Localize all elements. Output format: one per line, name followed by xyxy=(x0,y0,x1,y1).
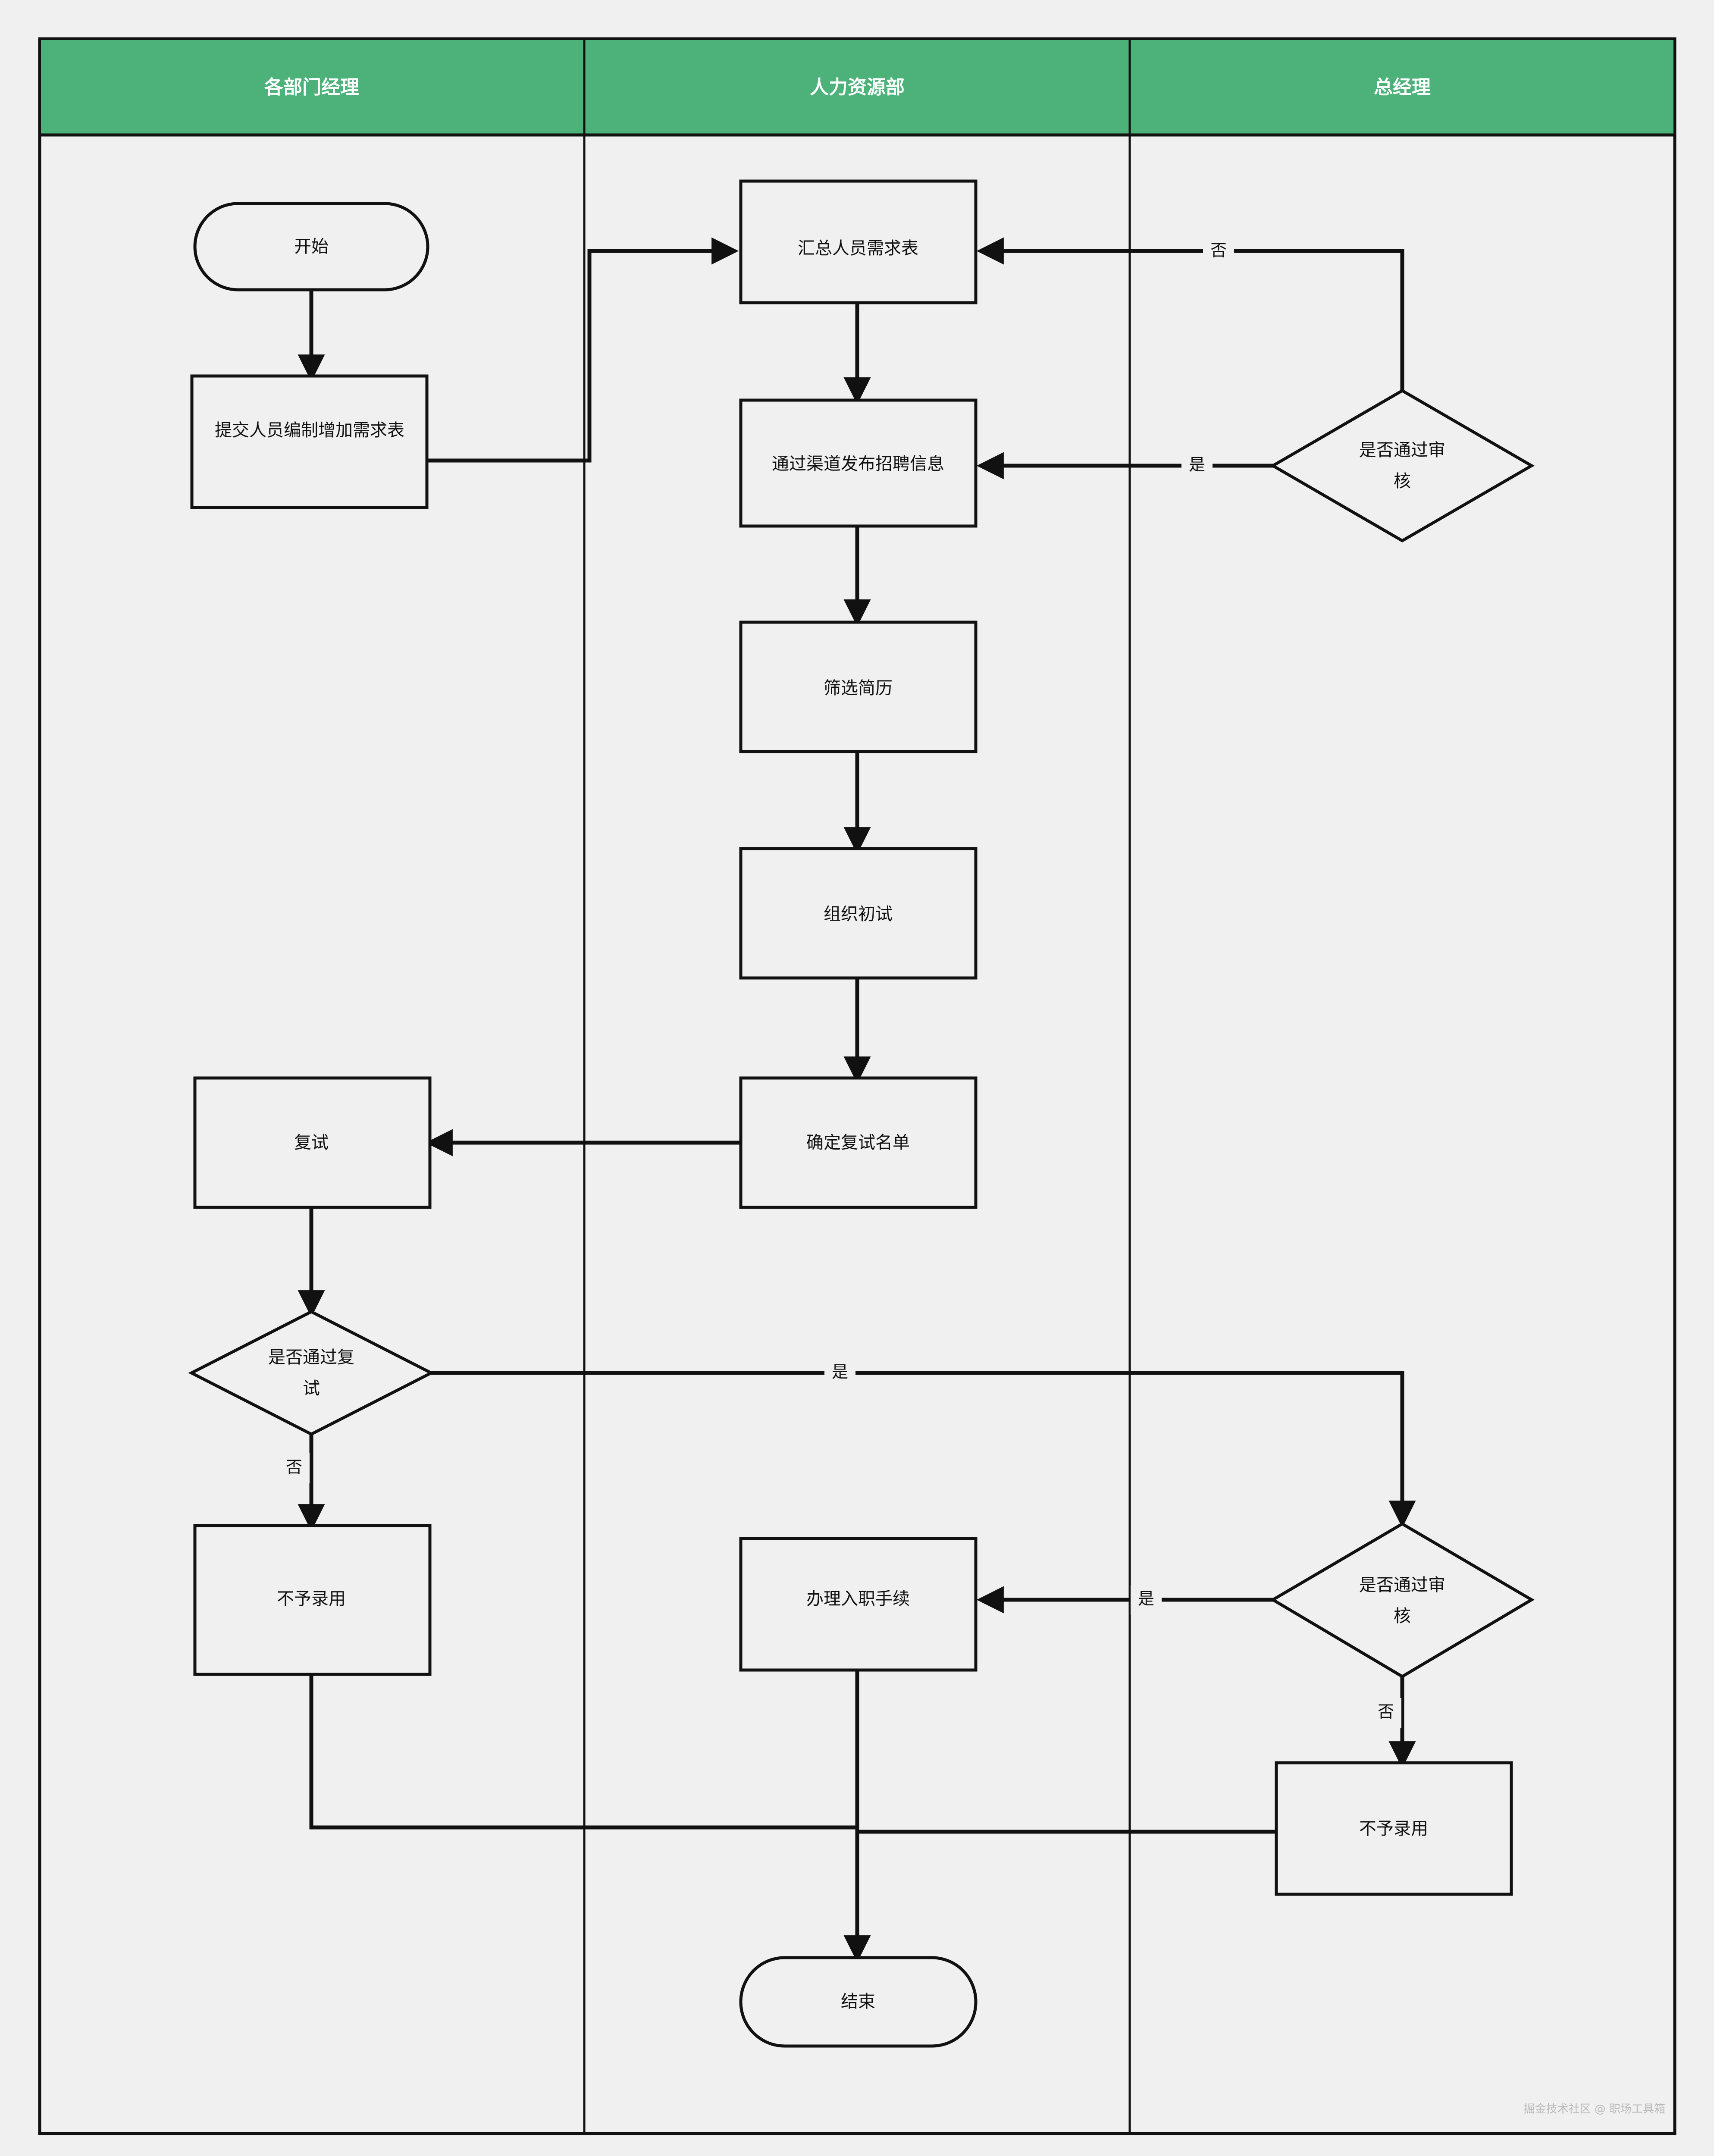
edge-passsecond-yes-to-approve2 xyxy=(405,1371,1416,1528)
node-screen-resume-label: 筛选简历 xyxy=(824,678,893,698)
node-pass-second[interactable]: 是否通过复 试 xyxy=(188,1310,435,1436)
node-approve-2[interactable]: 是否通过审 核 xyxy=(1270,1522,1535,1679)
node-first-round[interactable]: 组织初试 xyxy=(739,847,978,980)
edge-label-approve1-yes: 是 xyxy=(1189,455,1205,474)
lane-title-hr: 人力资源部 xyxy=(810,76,905,98)
node-screen-resume[interactable]: 筛选简历 xyxy=(739,620,978,753)
node-collect-req-label: 汇总人员需求表 xyxy=(798,238,918,258)
node-start[interactable]: 开始 xyxy=(193,202,429,291)
node-onboard[interactable]: 办理入职手续 xyxy=(739,1537,978,1672)
node-publish-job[interactable]: 通过渠道发布招聘信息 xyxy=(739,398,978,528)
lane-title-dept: 各部门经理 xyxy=(264,76,359,98)
edge-rejectleft-to-merge xyxy=(309,1674,859,1830)
lane-title-gm: 总经理 xyxy=(1374,76,1431,98)
diagram-frame xyxy=(38,37,1676,2135)
node-publish-job-label: 通过渠道发布招聘信息 xyxy=(772,454,944,474)
edge-label-passsecond-yes: 是 xyxy=(832,1363,848,1382)
node-reject-right-label: 不予录用 xyxy=(1359,1819,1428,1839)
node-end-label: 结束 xyxy=(841,1992,875,2012)
node-onboard-label: 办理入职手续 xyxy=(806,1589,910,1609)
node-approve-2-label-line2: 核 xyxy=(1394,1606,1411,1626)
node-reject-left-label: 不予录用 xyxy=(277,1589,346,1609)
node-first-round-label: 组织初试 xyxy=(824,904,893,924)
node-start-label: 开始 xyxy=(294,237,329,257)
edge-submit-to-collect xyxy=(427,237,739,463)
edge-label-passsecond-no: 否 xyxy=(286,1458,302,1477)
node-final-list[interactable]: 确定复试名单 xyxy=(739,1076,978,1209)
watermark-label: 掘金技术社区 @ 职场工具箱 xyxy=(1523,2103,1665,2116)
node-end[interactable]: 结束 xyxy=(739,1956,978,2048)
node-final-list-label: 确定复试名单 xyxy=(806,1133,910,1153)
node-approve-1-label-line1: 是否通过审 xyxy=(1359,440,1445,460)
node-approve-2-label-line1: 是否通过审 xyxy=(1359,1575,1445,1595)
node-pass-second-label-line1: 是否通过复 xyxy=(268,1348,354,1367)
node-second-round[interactable]: 复试 xyxy=(193,1076,432,1209)
edge-label-approve2-yes: 是 xyxy=(1138,1589,1154,1608)
node-reject-left[interactable]: 不予录用 xyxy=(193,1524,432,1676)
lane-header-band xyxy=(41,40,1673,135)
node-submit-req[interactable]: 提交人员编制增加需求表 xyxy=(190,374,429,509)
node-pass-second-label-line2: 试 xyxy=(303,1379,320,1398)
edge-approve1-no-to-collect xyxy=(976,237,1404,391)
node-approve-1[interactable]: 是否通过审 核 xyxy=(1270,389,1535,543)
edge-label-approve2-no: 否 xyxy=(1378,1702,1394,1721)
node-approve-1-label-line2: 核 xyxy=(1394,471,1411,491)
edge-label-group: 否 是 是 否 是 否 xyxy=(279,236,1401,1728)
node-reject-right[interactable]: 不予录用 xyxy=(1275,1761,1513,1896)
edge-label-approve1-no: 否 xyxy=(1210,241,1227,260)
node-second-round-label: 复试 xyxy=(294,1133,329,1153)
node-submit-req-label-line1: 提交人员编制增加需求表 xyxy=(215,420,404,440)
node-collect-req[interactable]: 汇总人员需求表 xyxy=(739,179,978,304)
